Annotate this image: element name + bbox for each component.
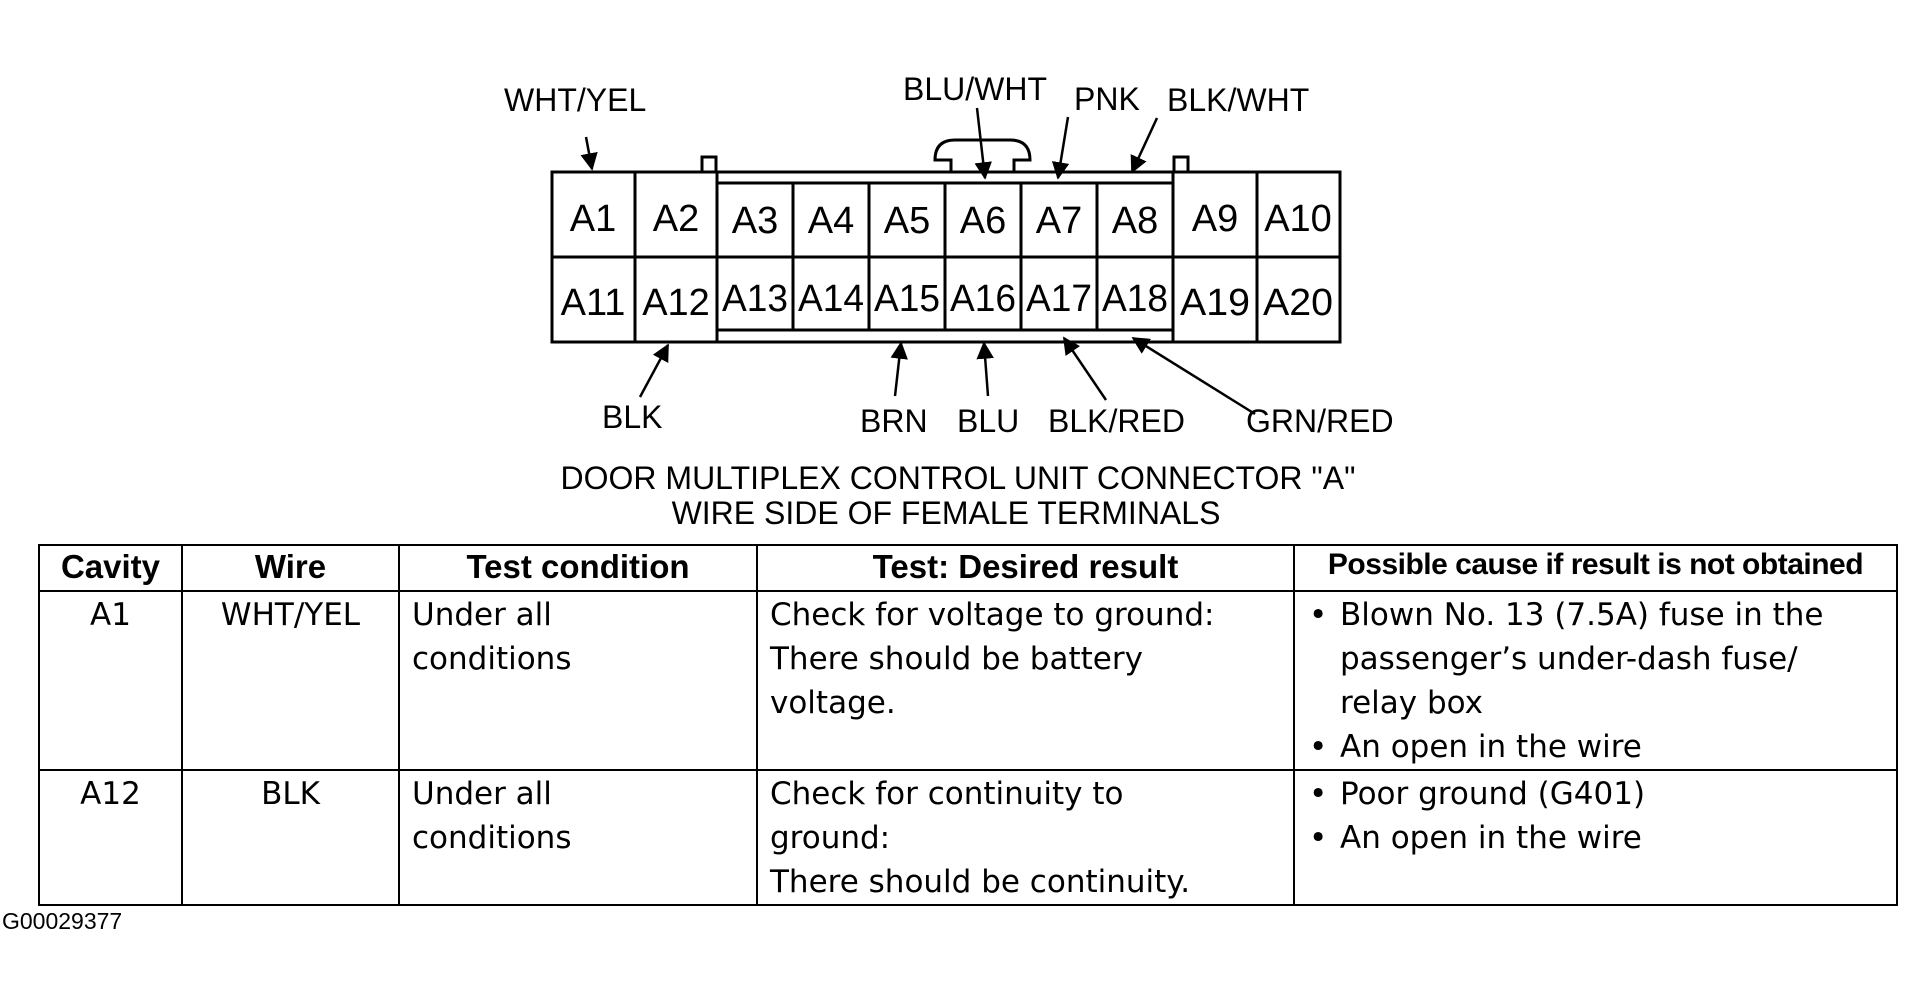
connector-body [550, 170, 1342, 344]
cavity-label: A20 [1263, 282, 1333, 324]
cause-item: Poor ground (G401) [1307, 772, 1884, 816]
cavity-labels-bottom: A11 A12 A13 A14 A15 A16 A17 A18 A19 A20 [561, 278, 1333, 324]
result-line: There should be continuity. [770, 864, 1191, 900]
result-cell: Check for continuity to ground: There sh… [756, 769, 1295, 906]
cavity-label: A12 [642, 282, 710, 324]
condition-line: conditions [412, 820, 572, 856]
condition-cell: Under all conditions [398, 769, 758, 906]
cause-cell: Poor ground (G401) An open in the wire [1293, 769, 1898, 906]
cavity-labels-top: A1 A2 A3 A4 A5 A6 A7 A8 A9 A10 [570, 198, 1332, 242]
condition-line: Under all [412, 776, 552, 812]
connector-caption-line1: DOOR MULTIPLEX CONTROL UNIT CONNECTOR "A… [561, 460, 1356, 496]
arrow-a1 [580, 136, 598, 171]
cavity-label: A8 [1112, 200, 1158, 242]
wire-label-a1: WHT/YEL [504, 82, 646, 118]
result-line: voltage. [770, 685, 896, 721]
table-header-row: Cavity Wire Test condition Test: Desired… [38, 544, 1898, 592]
cause-item: An open in the wire [1307, 816, 1884, 860]
figure-code: G00029377 [2, 908, 123, 934]
cause-item: Blown No. 13 (7.5A) fuse in the passenge… [1307, 593, 1884, 725]
condition-line: Under all [412, 597, 552, 633]
header-cavity: Cavity [38, 544, 183, 592]
header-test-condition: Test condition [398, 544, 758, 592]
arrow-a8 [1130, 117, 1159, 174]
cause-item: An open in the wire [1307, 725, 1884, 769]
arrow-a15 [890, 341, 908, 397]
result-cell: Check for voltage to ground: There shoul… [756, 590, 1295, 771]
cavity-label: A15 [874, 278, 940, 320]
connector-latch [700, 138, 1190, 174]
cavity-label: A18 [1102, 278, 1168, 320]
connector-diagram: A1 A2 A3 A4 A5 A6 A7 A8 A9 A10 A11 A12 A… [504, 71, 1394, 531]
header-wire: Wire [181, 544, 400, 592]
wire-label-a8: BLK/WHT [1167, 82, 1309, 118]
cavity-label: A6 [960, 200, 1006, 242]
wire-label-a16: BLU [957, 403, 1019, 439]
wire-arrows [580, 107, 1256, 416]
result-line: Check for voltage to ground: [770, 597, 1215, 633]
cavity-label: A13 [722, 278, 788, 320]
arrow-a7 [1051, 116, 1070, 180]
arrow-a16 [976, 341, 994, 397]
wire-label-a15: BRN [860, 403, 928, 439]
arrow-a18 [1131, 336, 1256, 416]
wire-cell: BLK [181, 769, 400, 906]
condition-line: conditions [412, 641, 572, 677]
arrow-a17 [1062, 336, 1108, 401]
cavity-label: A3 [732, 200, 778, 242]
cavity-cell: A1 [38, 590, 183, 771]
header-possible-cause: Possible cause if result is not obtained [1293, 544, 1898, 592]
wire-label-a17: BLK/RED [1048, 403, 1185, 439]
cavity-label: A17 [1026, 278, 1092, 320]
result-line: ground: [770, 820, 891, 856]
table-row: A1 WHT/YEL Under all conditions Check fo… [38, 590, 1898, 771]
arrow-a12 [638, 343, 670, 398]
cavity-label: A19 [1180, 282, 1250, 324]
header-desired-result: Test: Desired result [756, 544, 1295, 592]
arrow-a6 [974, 107, 992, 180]
cavity-label: A16 [950, 278, 1016, 320]
wire-label-a18: GRN/RED [1246, 403, 1394, 439]
table-row: A12 BLK Under all conditions Check for c… [38, 769, 1898, 906]
result-line: Check for continuity to [770, 776, 1124, 812]
wire-label-a12: BLK [602, 399, 662, 435]
result-line: There should be battery [770, 641, 1143, 677]
connector-caption-line2: WIRE SIDE OF FEMALE TERMINALS [672, 495, 1221, 531]
wire-test-table: Cavity Wire Test condition Test: Desired… [38, 544, 1898, 906]
cavity-label: A2 [653, 198, 699, 240]
cavity-label: A14 [798, 278, 864, 320]
cavity-label: A10 [1264, 198, 1332, 240]
cavity-label: A5 [884, 200, 930, 242]
condition-cell: Under all conditions [398, 590, 758, 771]
wire-cell: WHT/YEL [181, 590, 400, 771]
cavity-label: A1 [570, 198, 616, 240]
wire-label-a6: BLU/WHT [903, 71, 1047, 107]
cavity-cell: A12 [38, 769, 183, 906]
cavity-label: A4 [808, 200, 854, 242]
wire-label-a7: PNK [1074, 81, 1140, 117]
cavity-label: A7 [1036, 200, 1082, 242]
cavity-label: A9 [1192, 198, 1238, 240]
wire-labels: WHT/YEL BLU/WHT PNK BLK/WHT BLK BRN BLU … [504, 71, 1394, 439]
cavity-label: A11 [561, 282, 626, 324]
cause-cell: Blown No. 13 (7.5A) fuse in the passenge… [1293, 590, 1898, 771]
